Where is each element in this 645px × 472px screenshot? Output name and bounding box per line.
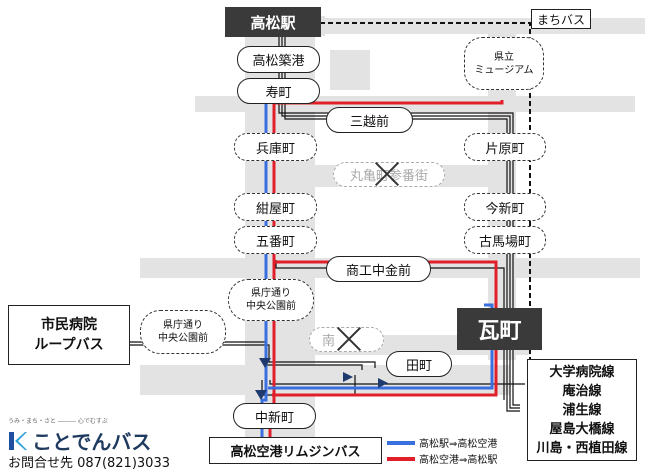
machi-bus-text: まちバス <box>536 12 585 27</box>
stop-shoko-chukin[interactable]: 商工中金前 <box>326 256 431 282</box>
kawaramachi-station-label: 瓦町 <box>477 319 522 344</box>
closed-x-icon <box>374 161 400 187</box>
takamatsu-station[interactable]: 高松駅 <box>225 7 321 37</box>
stop-imashinmachi[interactable]: 今新町 <box>464 193 546 221</box>
takamatsu-station-label: 高松駅 <box>250 13 296 32</box>
stop-kencho-left-line1: 県庁通り <box>163 320 203 331</box>
line-item: 大学病院線 <box>549 364 615 380</box>
stop-konyamachi[interactable]: 紺屋町 <box>234 193 317 221</box>
hospital-loop-line1: 市民病院 <box>41 317 97 333</box>
hospital-loop-line2: ループバス <box>34 337 104 353</box>
stop-nakashinmachi[interactable]: 中新町 <box>233 403 316 429</box>
stop-minami-label: 南 <box>322 334 336 349</box>
legend-red-text: 高松空港⇒高松駅 <box>419 455 498 466</box>
stop-katahara[interactable]: 片原町 <box>464 133 546 161</box>
machi-bus-label: まちバス <box>531 9 591 29</box>
airport-limousine-label: 高松空港リムジンバス <box>230 445 361 460</box>
line-item: 庵治線 <box>562 383 602 399</box>
line-item: 屋島大橋線 <box>549 421 615 437</box>
stop-museum-line2: ミュージアム <box>474 64 534 76</box>
logo-tagline: うみ・まち・さと ――― 心でむすぶ <box>8 418 108 425</box>
stop-museum[interactable]: 県立 ミュージアム <box>464 37 544 90</box>
closed-x-icon <box>336 326 362 352</box>
legend-blue-text: 高松駅⇒高松空港 <box>419 439 498 450</box>
stop-kencho-chuo[interactable]: 県庁通り 中央公園前 <box>228 279 314 321</box>
lines-box[interactable]: 大学病院線 庵治線 浦生線 屋島大橋線 川島・西植田線 <box>527 359 637 461</box>
legend-red-line <box>387 457 415 461</box>
kawaramachi-station[interactable]: 瓦町 <box>457 308 542 350</box>
legend-blue-line <box>387 441 415 445</box>
airport-limousine-bus[interactable]: 高松空港リムジンバス <box>209 437 382 464</box>
stop-kotobukicho[interactable]: 寿町 <box>237 78 320 104</box>
direction-arrows <box>255 358 388 400</box>
stop-hyogomachi[interactable]: 兵庫町 <box>234 133 317 161</box>
stop-kencho-chuo-line2: 中央公園前 <box>246 301 296 312</box>
line-item: 川島・西植田線 <box>536 440 628 456</box>
stop-tamachi[interactable]: 田町 <box>386 351 452 377</box>
kotoden-logo-icon <box>9 431 27 450</box>
stop-gobancho[interactable]: 五番町 <box>234 226 317 254</box>
stop-mitsukoshimae[interactable]: 三越前 <box>326 107 413 133</box>
logo-name: ことでんバス <box>32 430 152 454</box>
kotoden-bus-logo: ことでんバス <box>8 426 151 455</box>
stop-kencho-left-line2: 中央公園前 <box>158 333 208 344</box>
contact-phone: お問合せ先 087(821)3033 <box>8 456 170 471</box>
stop-furubaba[interactable]: 古馬場町 <box>464 226 546 254</box>
stop-kencho-left[interactable]: 県庁通り 中央公園前 <box>140 310 226 354</box>
line-item: 浦生線 <box>562 402 602 418</box>
stop-kencho-chuo-line1: 県庁通り <box>251 288 291 299</box>
hospital-loop-bus[interactable]: 市民病院 ループバス <box>8 305 130 365</box>
stop-museum-line1: 県立 <box>494 51 514 63</box>
stop-takamatsu-chikko[interactable]: 高松築港 <box>237 46 320 73</box>
